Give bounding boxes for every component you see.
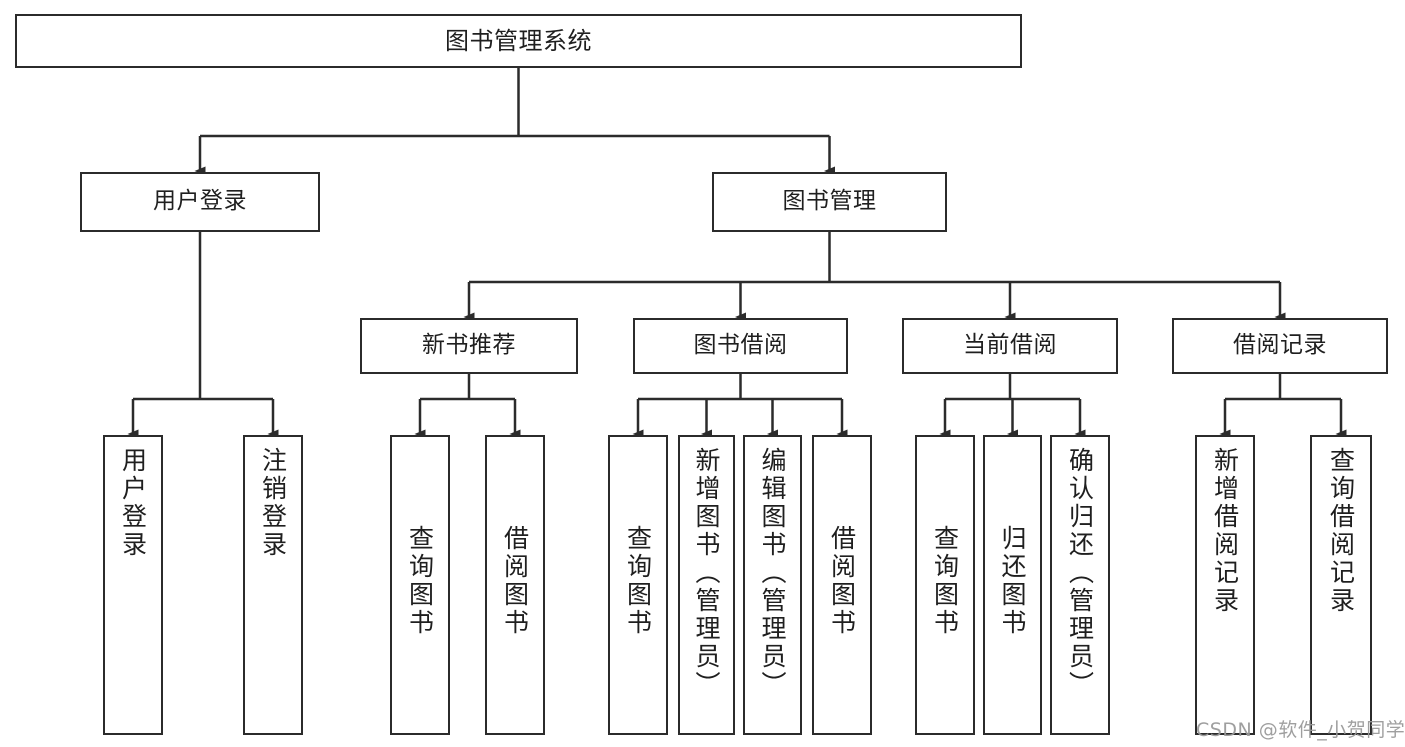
node-label-newbook: 新书推荐: [422, 332, 516, 359]
node-leaf-login[interactable]: 用户登录: [103, 435, 163, 735]
node-label-leaf-bk-query: 查询图书: [623, 525, 653, 637]
node-label-leaf-cur-confirm: 确认归还（管理员）: [1065, 447, 1095, 699]
node-label-leaf-rec-query: 查询借阅记录: [1326, 447, 1356, 615]
node-label-current: 当前借阅: [963, 332, 1057, 359]
node-leaf-cur-confirm[interactable]: 确认归还（管理员）: [1050, 435, 1110, 735]
node-bookmgmt[interactable]: 图书管理: [712, 172, 947, 232]
node-leaf-cur-return[interactable]: 归还图书: [983, 435, 1042, 735]
node-label-login: 用户登录: [153, 188, 247, 215]
node-label-leaf-logout: 注销登录: [258, 447, 288, 559]
node-leaf-bk-query[interactable]: 查询图书: [608, 435, 668, 735]
node-leaf-rec-query[interactable]: 查询借阅记录: [1310, 435, 1372, 735]
node-newbook[interactable]: 新书推荐: [360, 318, 578, 374]
node-records[interactable]: 借阅记录: [1172, 318, 1388, 374]
node-root[interactable]: 图书管理系统: [15, 14, 1022, 68]
node-leaf-nb-query[interactable]: 查询图书: [390, 435, 450, 735]
node-leaf-bk-edit[interactable]: 编辑图书（管理员）: [743, 435, 802, 735]
node-label-leaf-rec-add: 新增借阅记录: [1210, 447, 1240, 615]
node-label-leaf-bk-edit: 编辑图书（管理员）: [758, 447, 787, 699]
node-leaf-bk-borrow[interactable]: 借阅图书: [812, 435, 872, 735]
node-borrow[interactable]: 图书借阅: [633, 318, 848, 374]
node-label-leaf-cur-return: 归还图书: [998, 525, 1027, 637]
node-label-leaf-bk-borrow: 借阅图书: [827, 525, 857, 637]
node-label-root: 图书管理系统: [445, 26, 592, 55]
csdn-watermark: CSDN @软件_小贺同学: [1196, 719, 1405, 741]
node-leaf-rec-add[interactable]: 新增借阅记录: [1195, 435, 1255, 735]
node-label-records: 借阅记录: [1233, 332, 1327, 359]
node-login[interactable]: 用户登录: [80, 172, 320, 232]
node-leaf-cur-query[interactable]: 查询图书: [915, 435, 975, 735]
node-leaf-logout[interactable]: 注销登录: [243, 435, 303, 735]
node-label-leaf-bk-add: 新增图书（管理员）: [692, 447, 721, 699]
node-current[interactable]: 当前借阅: [902, 318, 1118, 374]
node-label-leaf-cur-query: 查询图书: [930, 525, 960, 637]
node-label-leaf-nb-borrow: 借阅图书: [500, 525, 530, 637]
node-label-leaf-login: 用户登录: [118, 447, 148, 559]
node-label-borrow: 图书借阅: [693, 332, 788, 359]
node-leaf-nb-borrow[interactable]: 借阅图书: [485, 435, 545, 735]
node-label-bookmgmt: 图书管理: [782, 188, 877, 215]
node-label-leaf-nb-query: 查询图书: [405, 525, 435, 637]
node-leaf-bk-add[interactable]: 新增图书（管理员）: [678, 435, 735, 735]
